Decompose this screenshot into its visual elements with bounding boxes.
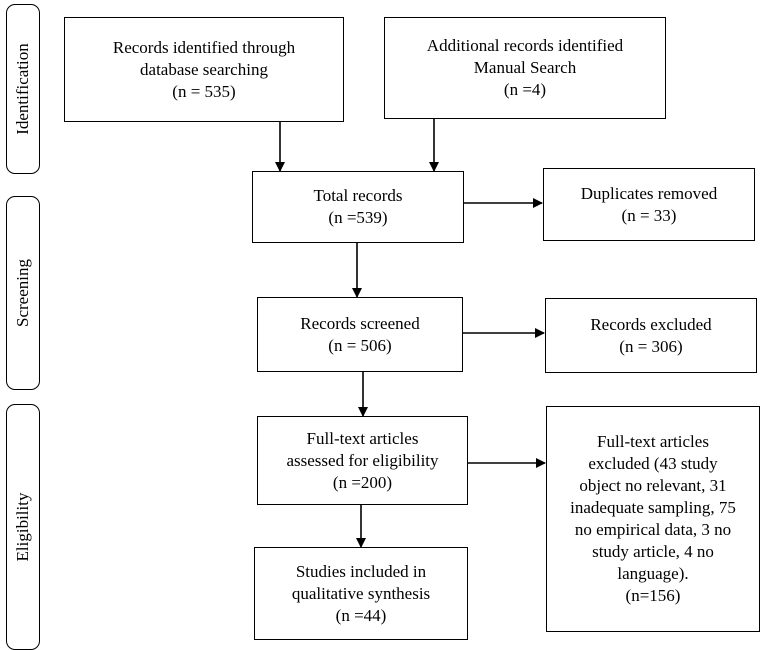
stage-identification: Identification bbox=[6, 4, 40, 174]
records-excluded-count: (n = 306) bbox=[619, 336, 683, 356]
fulltext-excluded-line-6: study article, 4 no bbox=[592, 542, 714, 561]
manual-search-count: (n =4) bbox=[503, 80, 547, 99]
fulltext-assessed-line-2: assessed for eligibility bbox=[286, 450, 439, 470]
studies-included-line-1: Studies included in bbox=[295, 561, 427, 581]
stage-screening-label: Screening bbox=[13, 259, 32, 327]
manual-search-line-1: Additional records identified bbox=[426, 36, 624, 55]
fulltext-excluded-line-3: object no relevant, 31 bbox=[579, 476, 727, 495]
box-fulltext-assessed: Full-text articles assessed for eligibil… bbox=[257, 416, 468, 505]
studies-included-line-2: qualitative synthesis bbox=[291, 583, 431, 603]
box-total-records: Total records (n =539) bbox=[252, 171, 464, 243]
box-manual-search: Additional records identified Manual Sea… bbox=[384, 17, 666, 119]
database-search-line-2: database searching bbox=[140, 59, 268, 79]
box-fulltext-excluded: Full-text articles excluded (43 study ob… bbox=[546, 406, 760, 632]
records-excluded-label: Records excluded bbox=[590, 314, 712, 334]
fulltext-excluded-line-1: Full-text articles bbox=[597, 432, 709, 451]
box-database-search: Records identified through database sear… bbox=[64, 17, 344, 122]
fulltext-excluded-line-5: no empirical data, 3 no bbox=[574, 520, 732, 539]
studies-included-count: (n =44) bbox=[335, 605, 387, 625]
box-studies-included: Studies included in qualitative synthesi… bbox=[254, 547, 468, 640]
manual-search-line-2: Manual Search bbox=[473, 58, 577, 77]
database-search-count: (n = 535) bbox=[172, 81, 236, 101]
stage-identification-label: Identification bbox=[13, 43, 32, 135]
box-records-excluded: Records excluded (n = 306) bbox=[545, 298, 757, 373]
fulltext-excluded-line-2: excluded (43 study bbox=[588, 454, 718, 473]
duplicates-removed-count: (n = 33) bbox=[621, 205, 677, 225]
records-screened-count: (n = 506) bbox=[328, 335, 392, 355]
stage-screening: Screening bbox=[6, 196, 40, 390]
box-duplicates-removed: Duplicates removed (n = 33) bbox=[543, 168, 755, 241]
records-screened-label: Records screened bbox=[300, 313, 420, 333]
box-records-screened: Records screened (n = 506) bbox=[257, 297, 463, 372]
database-search-line-1: Records identified through bbox=[112, 37, 296, 57]
total-records-label: Total records bbox=[313, 186, 403, 205]
fulltext-assessed-count: (n =200) bbox=[332, 472, 393, 492]
duplicates-removed-label: Duplicates removed bbox=[580, 183, 718, 203]
fulltext-assessed-line-1: Full-text articles bbox=[306, 428, 419, 448]
fulltext-excluded-line-7: language). bbox=[617, 564, 689, 583]
stage-eligibility-label: Eligibility bbox=[13, 492, 32, 562]
stage-eligibility: Eligibility bbox=[6, 404, 40, 650]
total-records-count: (n =539) bbox=[328, 208, 388, 227]
fulltext-excluded-line-4: inadequate sampling, 75 bbox=[570, 498, 736, 517]
fulltext-excluded-count: (n=156) bbox=[625, 586, 681, 605]
